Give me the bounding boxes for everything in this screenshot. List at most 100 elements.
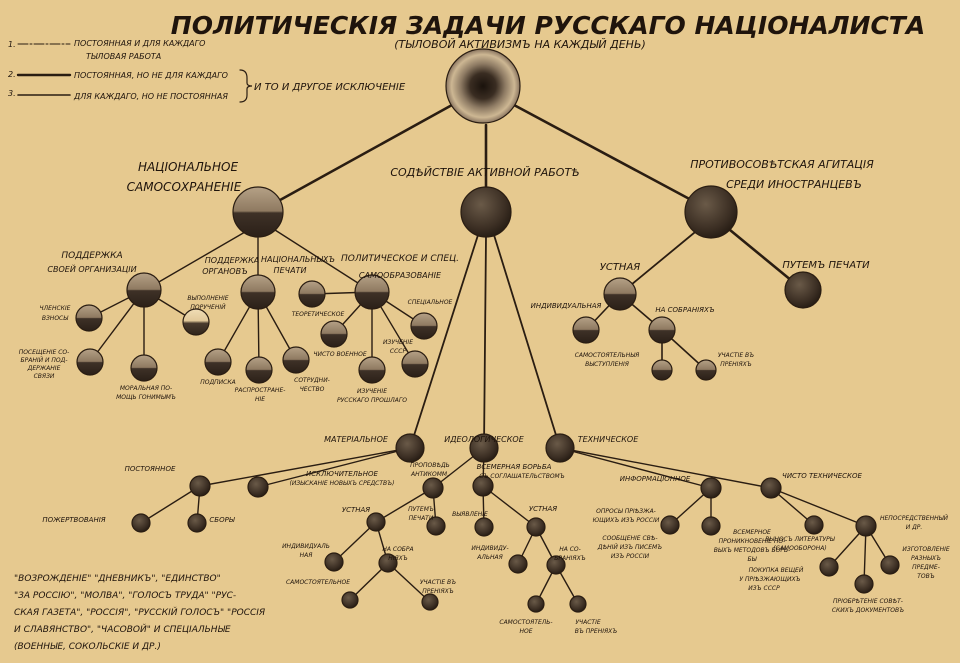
labels: НАЦIОНАЛЬНОЕ САМОСОХРАНЕНIЕ СОДѢЙСТВIЕ А… [19,158,950,635]
label-direct-action-1: НЕПОСРЕДСТВЕННЫЙ [880,515,949,522]
label-struggle-individual-2: АЛЬНАЯ [476,554,503,561]
legend-num-2: 2. [8,70,16,79]
node-ideo-individual [324,552,344,572]
label-agit-individual: ИНДИВИДУАЛЬНАЯ [531,302,602,310]
node-struggle-meetings [546,555,566,575]
label-ideo-speech: САМОСТОЯТЕЛЬНОЕ [286,579,350,586]
node-russia-past [358,356,386,384]
label-manufacture-4: ТОВЪ [917,573,935,580]
label-distribution-1: РАСПРОСТРАНЕ- [235,387,286,394]
label-struggle-meetings-2: БРАНIЯХЪ [554,555,585,562]
label-ideo-print-1: ПУТЕМЪ [408,506,434,513]
label-visits-1: ПОСЕЩЕНIЕ СО- [19,349,70,356]
label-agit-debates-2: ПРЕНIЯХЪ [720,361,751,368]
label-organs-1: ПОДДЕРЖКА [205,256,259,265]
label-struggle-individual-1: ИНДИВИДУ- [471,545,508,552]
label-instructions-1: ВЫПОЛНЕНIЕ [187,295,228,302]
node-ideological [469,433,499,463]
legend-num-1: 1. [8,40,16,49]
legend: 1. ПОСТОЯННАЯ И ДЛЯ КАЖДАГО ТЫЛОВАЯ РАБО… [8,39,406,103]
label-struggle-debates-1: УЧАСТIЕ [575,619,600,626]
legend-text-1: ПОСТОЯННАЯ И ДЛЯ КАЖДАГО [74,39,205,48]
label-distribution-2: НIЕ [255,396,265,403]
label-struggle-2: СЪ СОГЛАШАТЕЛЬСТВОМЪ [479,473,564,480]
label-messages-1: СООБЩЕНIЕ СВѢ- [602,535,657,542]
label-donations: ПОЖЕРТВОВАНIЯ [42,516,105,524]
node-visits [76,348,104,376]
label-ideo-oral: УСТНАЯ [342,506,370,514]
node-agit-print [784,271,822,309]
label-study-methods-4: БЫ [747,556,757,563]
node-donations [131,513,151,533]
label-documents-2: СКИХЪ ДОКУМЕНТОВЪ [832,607,904,614]
label-organs-2: ОРГАНОВЪ [202,267,248,276]
label-manufacture-2: РАЗНЫХЪ [911,555,941,562]
label-agit-meetings: НА СОБРАНIЯХЪ [655,306,714,314]
label-agit-speeches-1: САМОСТОЯТЕЛЬНЫЯ [575,352,640,359]
node-special [410,312,438,340]
legend-text-3: ДЛЯ КАЖДАГО, НО НЕ ПОСТОЯННАЯ [73,92,228,101]
label-theoretical: ТЕОРЕТИЧЕСКОЕ [292,311,345,318]
node-agit-individual [572,316,600,344]
node-agit-meetings [648,316,676,344]
label-purely-technical: ЧИСТО ТЕХНИЧЕСКОЕ [782,472,863,480]
label-purchase-3: ИЗЪ СССР [748,585,780,592]
node-moral [130,354,158,382]
node-org-support [126,272,162,308]
node-active-work [460,186,512,238]
label-self-preservation-1: НАЦIОНАЛЬНОЕ [138,160,238,174]
label-agit-oral: УСТНАЯ [600,262,641,273]
label-manufacture-3: ПРЕДМЕ- [912,564,940,571]
node-agit-speeches [651,359,673,381]
node-bolshevik-lit [804,515,824,535]
node-cooperation [282,346,310,374]
label-ideo-individual-1: ИНДИВИДУАЛЬ [282,543,330,550]
label-study-methods-3: ВЫХЪ МЕТОДОВЪ БОРЬ- [714,547,791,554]
label-instructions-2: ПОРУЧЕНIЙ [190,304,226,311]
label-agit-speeches-2: ВЫСТУПЛЕНIЯ [585,361,629,368]
footnote-line-1: "ВОЗРОЖДЕНIЕ" "ДНЕВНИКЪ", "ЕДИНСТВО" [14,574,221,584]
label-struggle-meetings-1: НА СО- [559,546,581,553]
node-member-dues [75,304,103,332]
node-struggle [472,475,494,497]
node-direct-action [855,515,877,537]
node-exceptional [247,476,269,498]
nodes [75,48,900,613]
label-struggle-speech-1: САМОСТОЯТЕЛЬ- [499,619,552,626]
label-ideo-meetings-1: НА СОБРА [382,546,413,553]
label-active-work: СОДѢЙСТВIЕ АКТИВНОЙ РАБОТѢ [390,166,579,179]
node-manufacture [880,555,900,575]
label-purchase-1: ПОКУПКА ВЕЩЕЙ [749,567,804,574]
node-struggle-individual [508,554,528,574]
node-struggle-oral [526,517,546,537]
node-informational [700,477,722,499]
label-press-1: НАЦIОНАЛЬНЫХЪ [261,255,335,264]
label-informational: ИНФОРМАЦIОННОЕ [620,475,691,483]
label-moral-2: МОЩЬ ГОНИМЫМЪ [116,394,176,401]
label-ideological: ИДЕОЛОГИЧЕСКОЕ [444,435,524,444]
label-messages-2: ДѢНIЙ ИЗЪ ПИСЕМЪ [597,544,662,551]
node-instructions [182,308,210,336]
node-theoretical [298,280,326,308]
page-title: ПОЛИТИЧЕСКIЯ ЗАДАЧИ РУССКАГО НАЦIОНАЛИСТ… [171,11,925,40]
label-special: СПЕЦIАЛЬНОЕ [408,299,453,306]
legend-text-1b: ТЫЛОВАЯ РАБОТА [86,52,161,61]
node-documents [854,574,874,594]
root-node [445,48,521,124]
node-subscription [204,348,232,376]
label-political-2: САМООБРАЗОВАНIЕ [359,271,442,280]
page-subtitle: (ТЫЛОВОЙ АКТИВИЗМЪ НА КАЖДЫЙ ДЕНЬ) [394,38,646,51]
label-purchase-2: У ПРIѢЗЖАЮЩИХЪ [739,576,800,583]
label-interview-1: ОПРОСЫ ПРIѢЗЖА- [596,508,656,515]
label-anti-propaganda-2: АНТИКОММ. [410,471,449,478]
label-struggle-speech-2: НОЕ [519,628,532,635]
label-interview-2: ЮЩИХЪ ИЗЪ РОССIИ [593,517,660,524]
label-ideo-debates-2: ПРЕНIЯХЪ [422,588,453,595]
node-ideo-print [426,516,446,536]
footnote-line-3: СКАЯ ГАЗЕТА", "РОССIЯ", "РУССКIЙ ГОЛОСЪ"… [14,606,265,618]
label-bolshevik-lit-1: ВЫНОСЪ ЛИТЕРАТУРЫ [765,536,835,543]
label-russia-past-2: РУССКАГО ПРОШЛАГО [337,397,407,404]
label-study-methods-1: ВСЕМЕРНОЕ [733,529,771,536]
label-cooperation-1: СОТРУДНИ- [294,377,330,384]
